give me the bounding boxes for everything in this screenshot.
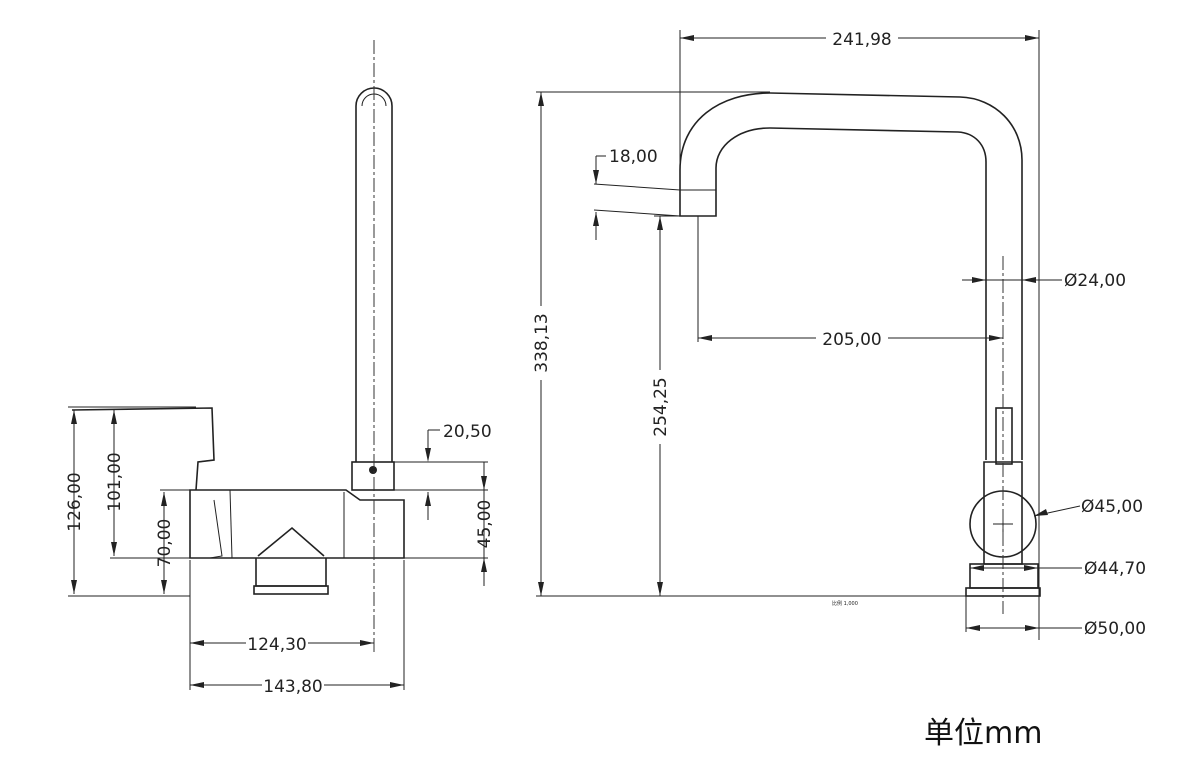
dim-124-bg (246, 633, 308, 651)
dim-254-text: 254,25 (651, 377, 671, 436)
dim-24-text: Ø24,00 (1064, 271, 1126, 291)
dim-44-arrow-l (970, 565, 984, 571)
side-swivel-collar (351, 461, 395, 491)
dim-44-arrow-r (1024, 565, 1038, 571)
dim-338-bg (532, 306, 550, 380)
dim-d45-text: Ø45,00 (1081, 497, 1143, 517)
dim-50-text: Ø50,00 (1084, 619, 1146, 639)
dim-338-text: 338,13 (532, 313, 552, 372)
dim-241-arrow-r (1025, 35, 1039, 41)
front-outlet (679, 190, 717, 217)
dim-101-arrow-top (111, 410, 117, 424)
scale-note: 比例 1,000 (832, 600, 858, 607)
dim-124-arrow-r (360, 640, 374, 646)
dim-20-arrow-bot (425, 492, 431, 506)
front-ext-18-top (593, 183, 681, 191)
dim-143-arrow-l (190, 682, 204, 688)
dim-205-bg (816, 328, 888, 346)
dim-126-arrow-bot (71, 580, 77, 594)
dim-205-text: 205,00 (822, 330, 881, 350)
dim-18-arrow-bot (593, 212, 599, 226)
side-body-seam (229, 489, 233, 559)
dim-45-text: 45,00 (475, 500, 495, 549)
front-spout-outer (679, 92, 1023, 460)
side-base-flange (253, 585, 329, 595)
dim-101-text: 101,00 (105, 452, 125, 511)
dim-241-bg (826, 28, 898, 46)
dim-143-text: 143,80 (263, 677, 322, 697)
dim-20-text: 20,50 (443, 422, 492, 442)
dim-101-arrow-bot (111, 542, 117, 556)
dim-18-text: 18,00 (609, 147, 658, 167)
dim-70-arrow-bot (161, 580, 167, 594)
dim-18-arrow-top (593, 170, 599, 184)
dim-143-arrow-r (390, 682, 404, 688)
front-spout-inner (715, 127, 987, 460)
dim-338-arrow-bot (538, 582, 544, 596)
dim-44-text: Ø44,70 (1084, 559, 1146, 579)
unit-label: 单位mm (924, 716, 1043, 751)
side-lever-stub (209, 499, 223, 559)
dim-24-arrow-l (972, 277, 986, 283)
dim-241-arrow-l (680, 35, 694, 41)
dim-254-bg (651, 370, 669, 444)
dim-24-arrow-r (1022, 277, 1036, 283)
dim-45-arrow (1034, 509, 1048, 516)
dim-254-arrow-bot (657, 582, 663, 596)
side-body (189, 489, 405, 559)
side-handle-lever (71, 407, 215, 491)
dim-241-text: 241,98 (832, 30, 891, 50)
dim-254-arrow-top (657, 216, 663, 230)
front-handle-stub (995, 407, 1013, 465)
side-view: 126,00 101,00 70,00 20,50 45,00 124,30 (65, 40, 495, 697)
side-base-cone (257, 526, 325, 557)
dim-45-arrow-top (481, 476, 487, 490)
dim-20-arrow (425, 448, 431, 462)
side-set-screw (369, 466, 377, 474)
side-handle-line (197, 459, 215, 463)
side-base-mount (255, 558, 327, 587)
dim-50-arrow-l (966, 625, 980, 631)
dim-205-arrow-l (698, 335, 712, 341)
dim-205-arrow-r (989, 335, 1003, 341)
front-ext-18-bot (593, 209, 681, 217)
dim-143-bg (262, 675, 324, 693)
front-view: 241,98 18,00 338,13 254,25 Ø24,00 205,00 (532, 28, 1146, 640)
dim-124-arrow-l (190, 640, 204, 646)
dim-50-arrow-r (1025, 625, 1039, 631)
dim-126-arrow-top (71, 410, 77, 424)
dim-126-text: 126,00 (65, 472, 85, 531)
dim-70-text: 70,00 (155, 519, 175, 568)
dim-45-arrow-bot (481, 558, 487, 572)
dim-124-text: 124,30 (247, 635, 306, 655)
dim-338-arrow-top (538, 92, 544, 106)
dim-70-arrow-top (161, 492, 167, 506)
